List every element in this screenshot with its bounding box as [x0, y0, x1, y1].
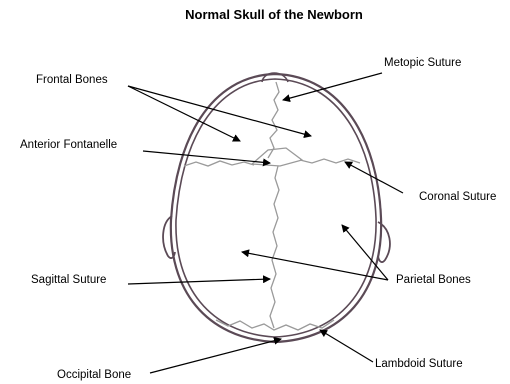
label-metopic-suture: Metopic Suture — [384, 57, 461, 69]
arrow-frontal-right — [128, 86, 311, 136]
arrow-parietal-left — [242, 252, 388, 280]
skull-outline-inner — [176, 79, 376, 337]
label-parietal-bones: Parietal Bones — [396, 274, 471, 286]
label-occipital-bone: Occipital Bone — [57, 369, 131, 381]
label-lambdoid-suture: Lambdoid Suture — [375, 358, 463, 370]
metopic-suture-line — [268, 82, 279, 158]
label-coronal-suture: Coronal Suture — [419, 191, 496, 203]
label-frontal-bones: Frontal Bones — [36, 74, 108, 86]
arrow-frontal-left — [128, 86, 240, 141]
label-sagittal-suture: Sagittal Suture — [31, 274, 106, 286]
sagittal-suture-line — [270, 166, 279, 328]
arrow-occipital — [150, 339, 281, 373]
arrow-sagittal — [128, 279, 270, 284]
anterior-fontanelle-shape — [252, 148, 302, 166]
label-anterior-fontanelle: Anterior Fontanelle — [20, 139, 117, 151]
arrow-lambdoid — [320, 330, 373, 362]
arrow-anterior-fontanelle — [143, 151, 270, 163]
